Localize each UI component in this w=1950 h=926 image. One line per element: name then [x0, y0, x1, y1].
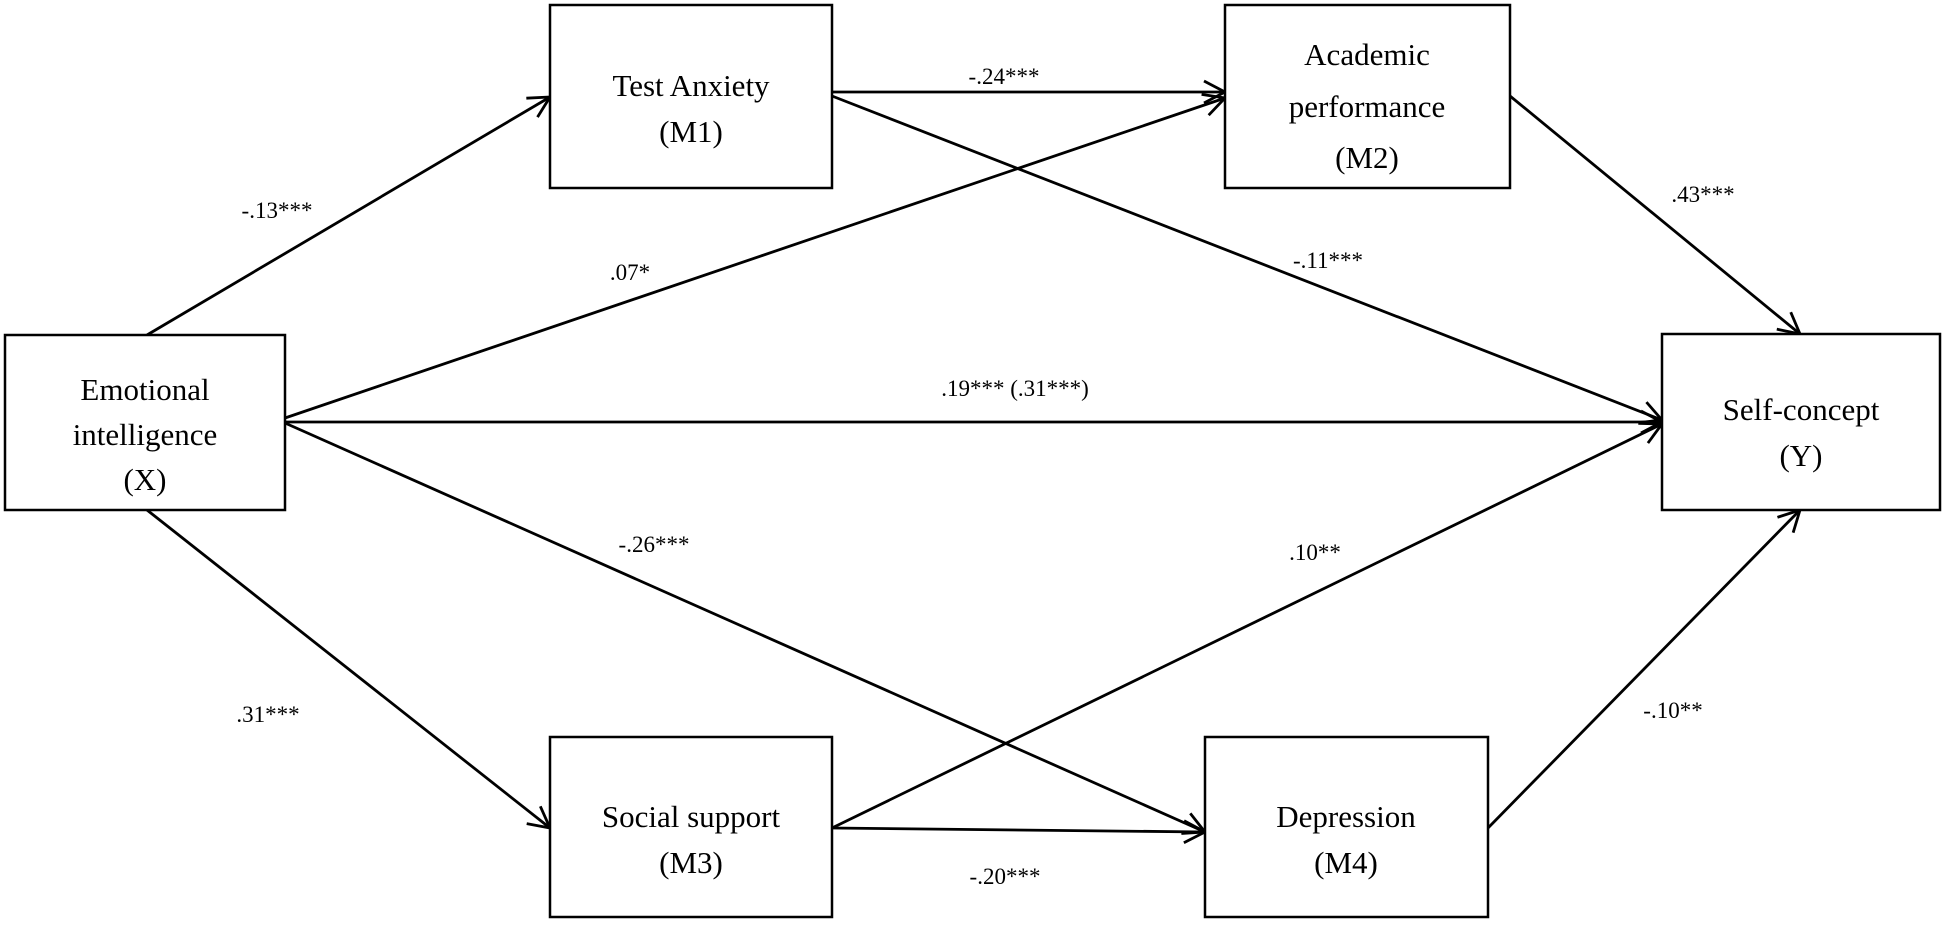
- coef-x-m2: .07*: [610, 260, 650, 285]
- arrow-m1-to-y: [831, 94, 1665, 425]
- coef-x-m4: -.26***: [619, 532, 690, 557]
- svg-text:(Y): (Y): [1779, 438, 1822, 473]
- coef-x-y: .19*** (.31***): [941, 376, 1089, 401]
- coef-m2-y: .43***: [1671, 182, 1734, 207]
- coef-m1-m2: -.24***: [969, 64, 1040, 89]
- svg-text:Test Anxiety: Test Anxiety: [612, 68, 770, 103]
- arrow-x-to-m4: [284, 421, 1208, 835]
- arrow-m4-to-y: [1487, 507, 1803, 829]
- svg-text:Emotional: Emotional: [80, 372, 209, 407]
- arrow-x-to-m2: [284, 92, 1228, 420]
- arrow-m3-to-y: [831, 421, 1665, 830]
- node-depression: Depression (M4): [1203, 735, 1490, 919]
- svg-text:(M4): (M4): [1314, 845, 1378, 880]
- path-arrows: [146, 79, 1803, 845]
- svg-text:Academic: Academic: [1304, 37, 1430, 72]
- svg-text:(X): (X): [123, 462, 166, 497]
- coef-m1-y: -.11***: [1293, 248, 1363, 273]
- node-academic-performance: Academic performance (M2): [1223, 3, 1512, 190]
- svg-text:Depression: Depression: [1276, 799, 1416, 834]
- svg-text:performance: performance: [1289, 89, 1446, 124]
- coef-m4-y: -.10**: [1643, 698, 1702, 723]
- coef-x-m3: .31***: [236, 702, 299, 727]
- svg-text:(M3): (M3): [659, 845, 723, 880]
- arrow-x-to-m1: [146, 95, 553, 337]
- arrow-x-to-m3: [146, 508, 553, 830]
- arrow-m3-to-m4: [831, 819, 1209, 845]
- arrow-m2-to-y: [1509, 94, 1803, 336]
- coef-m3-m4: -.20***: [970, 864, 1041, 889]
- svg-text:Self-concept: Self-concept: [1723, 392, 1880, 427]
- path-coefficients: -.13*** .07* .19*** (.31***) -.26*** .31…: [236, 64, 1734, 889]
- node-self-concept: Self-concept (Y): [1660, 332, 1942, 512]
- node-emotional-intelligence: Emotional intelligence (X): [3, 333, 287, 512]
- node-social-support: Social support (M3): [548, 735, 834, 919]
- svg-text:intelligence: intelligence: [73, 417, 218, 452]
- coef-x-m1: -.13***: [242, 198, 313, 223]
- svg-text:(M2): (M2): [1335, 140, 1399, 175]
- svg-text:(M1): (M1): [659, 114, 723, 149]
- coef-m3-y: .10**: [1289, 540, 1341, 565]
- svg-text:Social support: Social support: [602, 799, 781, 834]
- node-test-anxiety: Test Anxiety (M1): [548, 3, 834, 190]
